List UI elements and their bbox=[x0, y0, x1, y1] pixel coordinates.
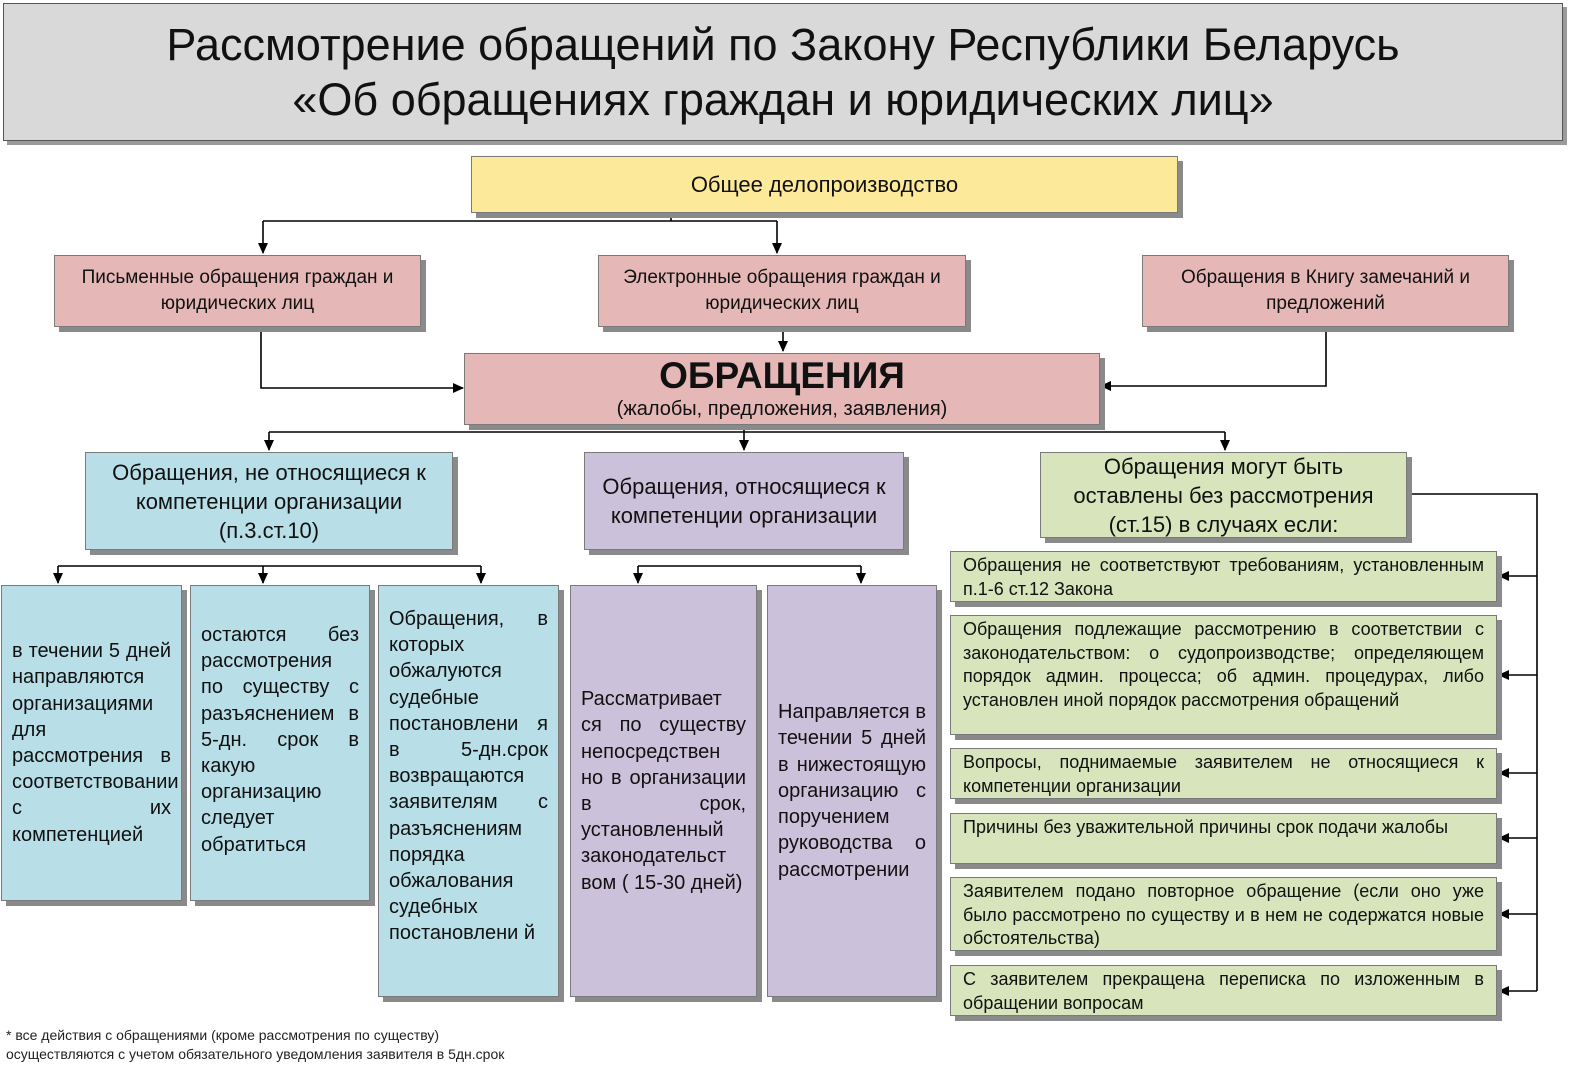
reason-item-5-label: Заявителем подано повторное обращение (е… bbox=[963, 881, 1484, 948]
reason-item-6-label: С заявителем прекращена переписка по изл… bbox=[963, 969, 1484, 1013]
node-competence: Обращения, относящиеся к компетенции орг… bbox=[584, 452, 904, 550]
node-written-appeals: Письменные обращения граждан и юридическ… bbox=[54, 255, 421, 327]
edge-green-bracket bbox=[1411, 493, 1538, 991]
footnote-line-2: осуществляются с учетом обязательного ув… bbox=[6, 1046, 505, 1062]
node-appeals-subtitle: (жалобы, предложения, заявления) bbox=[616, 398, 948, 420]
leaf-court-decisions-label: Обращения, в которых обжалуются судебные… bbox=[389, 608, 548, 945]
edge-book-center bbox=[1100, 327, 1327, 391]
node-electronic-appeals-label: Электронные обращения граждан и юридичес… bbox=[623, 267, 941, 314]
reason-item-5: Заявителем подано повторное обращение (е… bbox=[950, 877, 1497, 951]
edge-written-center bbox=[260, 327, 464, 393]
reason-item-1: Обращения не соответствуют требованиям, … bbox=[950, 551, 1497, 602]
footnote: * все действия с обращениями (кроме расс… bbox=[6, 1026, 504, 1064]
leaf-explanation-5-days-label: остаются без рассмотрения по существу с … bbox=[201, 624, 359, 856]
reason-item-2-label: Обращения подлежащие рассмотрению в соот… bbox=[963, 619, 1484, 710]
node-not-competence: Обращения, не относящиеся к компетенции … bbox=[85, 452, 453, 550]
leaf-forward-subordinate-label: Направляется в течении 5 дней в нижестоя… bbox=[778, 701, 926, 881]
node-appeals-center: ОБРАЩЕНИЯ (жалобы, предложения, заявлени… bbox=[464, 353, 1100, 425]
node-no-review-label: Обращения могут быть оставлены без рассм… bbox=[1073, 453, 1374, 537]
reason-item-2: Обращения подлежащие рассмотрению в соот… bbox=[950, 615, 1497, 735]
leaf-court-decisions: Обращения, в которых обжалуются судебные… bbox=[378, 585, 559, 997]
leaf-explanation-5-days: остаются без рассмотрения по существу с … bbox=[190, 585, 370, 901]
node-general-records: Общее делопроизводство bbox=[471, 156, 1178, 213]
node-general-records-label: Общее делопроизводство bbox=[690, 172, 959, 197]
leaf-redirect-5-days: в течении 5 дней направляются организаци… bbox=[1, 585, 182, 901]
title-line-1: Рассмотрение обращений по Закону Республ… bbox=[166, 19, 1400, 70]
leaf-review-in-org-label: Рассматривает ся по существу непосредств… bbox=[581, 688, 746, 894]
node-book-appeals: Обращения в Книгу замечаний и предложени… bbox=[1142, 255, 1509, 327]
leaf-forward-subordinate: Направляется в течении 5 дней в нижестоя… bbox=[767, 585, 937, 997]
reason-item-6: С заявителем прекращена переписка по изл… bbox=[950, 965, 1497, 1016]
node-book-appeals-label: Обращения в Книгу замечаний и предложени… bbox=[1180, 267, 1471, 314]
leaf-redirect-5-days-label: в течении 5 дней направляются организаци… bbox=[12, 640, 179, 846]
node-not-competence-label: Обращения, не относящиеся к компетенции … bbox=[112, 459, 426, 543]
node-appeals-heading: ОБРАЩЕНИЯ bbox=[659, 355, 905, 396]
title-line-2: «Об обращениях граждан и юридических лиц… bbox=[292, 74, 1274, 125]
node-no-review: Обращения могут быть оставлены без рассм… bbox=[1040, 452, 1407, 538]
reason-item-3-label: Вопросы, поднимаемые заявителем не относ… bbox=[963, 752, 1484, 796]
reason-item-4-label: Причины без уважительной причины срок по… bbox=[963, 817, 1449, 837]
reason-item-3: Вопросы, поднимаемые заявителем не относ… bbox=[950, 748, 1497, 799]
leaf-review-in-org: Рассматривает ся по существу непосредств… bbox=[570, 585, 757, 997]
node-competence-label: Обращения, относящиеся к компетенции орг… bbox=[602, 474, 886, 528]
reason-item-4: Причины без уважительной причины срок по… bbox=[950, 813, 1497, 864]
node-written-appeals-label: Письменные обращения граждан и юридическ… bbox=[81, 267, 394, 314]
diagram-title: Рассмотрение обращений по Закону Республ… bbox=[3, 3, 1563, 141]
footnote-line-1: * все действия с обращениями (кроме расс… bbox=[6, 1027, 440, 1043]
reason-item-1-label: Обращения не соответствуют требованиям, … bbox=[963, 555, 1484, 599]
node-electronic-appeals: Электронные обращения граждан и юридичес… bbox=[598, 255, 966, 327]
